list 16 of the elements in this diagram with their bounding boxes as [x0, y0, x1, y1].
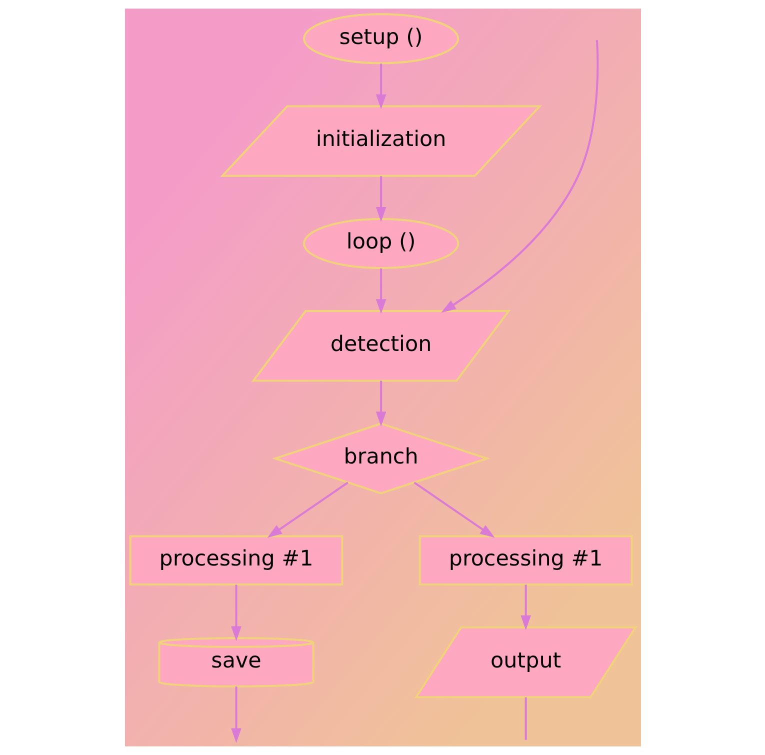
- arrow: [230, 584, 241, 642]
- arrow: [413, 482, 494, 538]
- arrow: [520, 584, 531, 630]
- arrow: [375, 176, 386, 222]
- arrow: [266, 482, 348, 538]
- node-diamond: branch: [271, 422, 490, 494]
- node-box: processing #1: [128, 535, 343, 586]
- node-box: processing #1: [418, 535, 632, 586]
- node-ellipse: loop (): [302, 218, 459, 269]
- arrow: [230, 686, 241, 743]
- arrow: [375, 380, 386, 426]
- connector: [524, 697, 526, 740]
- arrow: [375, 268, 386, 314]
- arrow: [375, 64, 386, 110]
- arrow: [440, 40, 598, 313]
- node-ellipse: setup (): [302, 13, 459, 64]
